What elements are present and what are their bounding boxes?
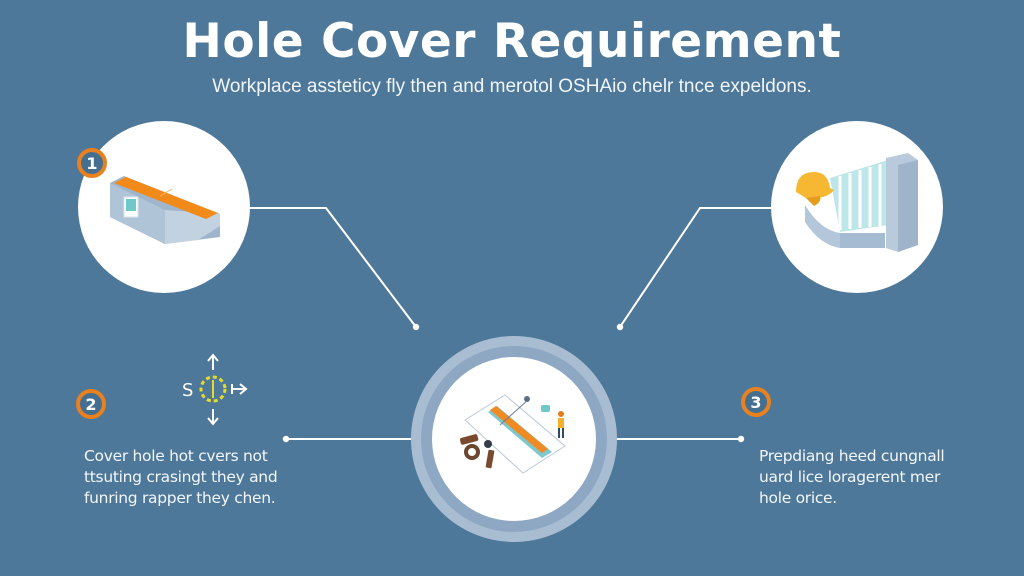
- center-illustration-circle: [411, 336, 617, 542]
- connector-step3: [619, 207, 772, 328]
- step-3-badge: 3: [741, 387, 771, 417]
- step-1-badge: 1: [77, 148, 107, 178]
- step-3-line-2: uard lice loragerent mer: [759, 468, 941, 486]
- step-3-line-3: hole orice.: [759, 489, 837, 507]
- guardrail-hardhat-icon: [796, 153, 918, 252]
- step-2-badge: 2: [76, 389, 106, 419]
- step-2-line-1: Cover hole hot cvers not: [84, 447, 268, 465]
- compass-label: S: [182, 380, 193, 401]
- step3-illustration-circle: [771, 121, 943, 293]
- covered-hole-box-icon: [110, 176, 220, 244]
- step-2-description: Cover hole hot cvers not ttsuting crasin…: [84, 446, 278, 509]
- compass-direction-icon: [199, 353, 248, 426]
- page-subtitle: Workplace assteticy fly then and merotol…: [212, 76, 812, 97]
- step-3-line-1: Prepdiang heed cungnall: [759, 447, 945, 465]
- connector-lines: [250, 207, 772, 440]
- step-3-description: Prepdiang heed cungnall uard lice lorage…: [759, 446, 945, 509]
- page-title: Hole Cover Requirement: [182, 14, 842, 69]
- step-2-line-2: ttsuting crasingt they and: [84, 468, 278, 486]
- workers-covering-hole-icon: [459, 394, 566, 474]
- connector-dots: [282, 323, 745, 443]
- connector-step1: [250, 207, 417, 328]
- step-2-line-3: funring rapper they chen.: [84, 489, 276, 507]
- step1-illustration-circle: [78, 121, 250, 293]
